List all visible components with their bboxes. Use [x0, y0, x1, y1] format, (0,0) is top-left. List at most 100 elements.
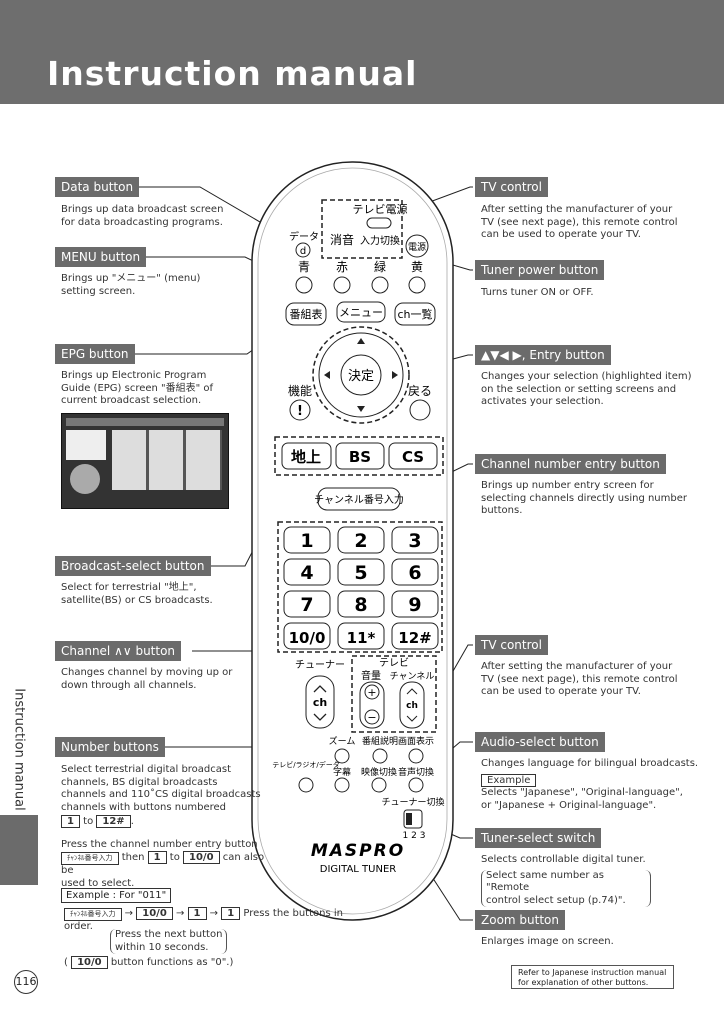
- desc-zoom-button: Enlarges image on screen.: [481, 936, 614, 947]
- number-button-4[interactable]: [283, 558, 331, 586]
- number-label-1: 1: [300, 530, 313, 552]
- desc-tuner-power: Turns tuner ON or OFF.: [481, 287, 594, 298]
- svg-text:字幕: 字幕: [333, 766, 351, 778]
- data-button[interactable]: [295, 242, 311, 258]
- label-zoom-button: Zoom button: [475, 910, 565, 930]
- tv-channel-rocker[interactable]: [399, 681, 425, 729]
- tuner-channel-rocker[interactable]: [305, 675, 335, 729]
- svg-text:テレビ/ラジオ/データ: テレビ/ラジオ/データ: [272, 760, 340, 769]
- key-1: 1: [61, 815, 80, 828]
- svg-text:−: −: [367, 711, 376, 724]
- back-button[interactable]: [409, 399, 431, 421]
- svg-text:BS: BS: [349, 448, 371, 466]
- label-menu-button: MENU button: [55, 247, 147, 267]
- entry-button[interactable]: [340, 354, 382, 396]
- tv-radio-data-button[interactable]: [298, 777, 314, 793]
- label-tuner-power: Tuner power button: [475, 260, 605, 280]
- svg-text:チューナー: チューナー: [295, 659, 345, 671]
- side-tab-bar: [0, 815, 38, 885]
- dpad-dashed-ring: [312, 326, 410, 424]
- page-title: Instruction manual: [47, 54, 418, 93]
- data-label: データ: [289, 230, 319, 243]
- tuner-power-button[interactable]: [405, 234, 429, 258]
- number-button-11[interactable]: [337, 622, 385, 650]
- number-label-12: 12#: [398, 629, 431, 647]
- desc-entry-button: Changes your selection (highlighted item…: [481, 371, 692, 407]
- video-switch-button[interactable]: [371, 777, 387, 793]
- green-button[interactable]: [371, 276, 389, 294]
- svg-text:入力切換: 入力切換: [360, 234, 400, 247]
- svg-text:音声切換: 音声切換: [398, 766, 434, 778]
- epg-button[interactable]: [285, 302, 327, 326]
- svg-text:番組説明: 番組説明: [362, 735, 398, 747]
- svg-text:1 2 3: 1 2 3: [403, 831, 426, 841]
- desc-number-buttons: Select terrestrial digital broadcast cha…: [61, 764, 265, 889]
- svg-text:!: !: [297, 404, 303, 419]
- program-info-button[interactable]: [372, 748, 388, 764]
- audio-select-button[interactable]: [408, 777, 424, 793]
- number-button-6[interactable]: [391, 558, 439, 586]
- menu-button[interactable]: [336, 301, 386, 323]
- chlist-button[interactable]: [394, 302, 436, 326]
- zoom-button[interactable]: [334, 748, 350, 764]
- desc-menu-button: Brings up "メニュー" (menu)setting screen.: [61, 273, 201, 297]
- label-number-buttons: Number buttons: [55, 737, 165, 757]
- bs-button[interactable]: [335, 442, 385, 470]
- number-button-12[interactable]: [391, 622, 439, 650]
- red-button[interactable]: [333, 276, 351, 294]
- channel-entry-button[interactable]: [317, 487, 401, 511]
- svg-text:ch: ch: [406, 701, 418, 711]
- svg-text:決定: 決定: [348, 369, 374, 384]
- svg-text:青: 青: [298, 260, 310, 274]
- number-button-2[interactable]: [337, 526, 385, 554]
- page-number: 116: [14, 970, 38, 994]
- subtitle-button[interactable]: [334, 777, 350, 793]
- example-footnote: ( 10/0 button functions as "0".): [64, 956, 234, 969]
- example-title: Example : For "011": [61, 888, 172, 903]
- label-epg-button: EPG button: [55, 344, 135, 364]
- number-label-2: 2: [354, 530, 367, 552]
- label-entry-button: ▲▼◀ ▶, Entry button: [475, 345, 611, 365]
- label-audio-select: Audio-select button: [475, 732, 605, 752]
- number-button-1[interactable]: [283, 526, 331, 554]
- svg-text:戻る: 戻る: [408, 384, 432, 398]
- function-button[interactable]: [289, 399, 311, 421]
- number-label-11: 11*: [347, 629, 376, 647]
- svg-text:消音: 消音: [330, 232, 354, 247]
- blue-button[interactable]: [295, 276, 313, 294]
- terrestrial-button[interactable]: [281, 442, 332, 470]
- svg-text:電源: 電源: [408, 242, 426, 253]
- svg-text:テレビ: テレビ: [379, 657, 409, 669]
- brand-logo: MASPRO: [311, 841, 405, 861]
- tv-power-label: テレビ電源: [353, 202, 408, 216]
- number-button-3[interactable]: [391, 526, 439, 554]
- number-button-7[interactable]: [283, 590, 331, 618]
- display-button[interactable]: [408, 748, 424, 764]
- svg-text:緑: 緑: [374, 259, 386, 274]
- key-12: 12#: [96, 815, 131, 828]
- side-tab: Instruction manual: [11, 688, 27, 811]
- label-data-button: Data button: [55, 177, 140, 197]
- number-label-7: 7: [300, 594, 313, 616]
- label-channel-entry: Channel number entry button: [475, 454, 666, 474]
- svg-text:メニュー: メニュー: [339, 306, 383, 319]
- svg-text:ch: ch: [313, 696, 327, 709]
- svg-text:d: d: [300, 246, 306, 257]
- number-button-10[interactable]: [283, 622, 331, 650]
- number-button-8[interactable]: [337, 590, 385, 618]
- number-button-5[interactable]: [337, 558, 385, 586]
- yellow-button[interactable]: [408, 276, 426, 294]
- desc-audio-select: Changes language for bilingual broadcast…: [481, 758, 699, 811]
- number-label-3: 3: [408, 530, 421, 552]
- svg-text:赤: 赤: [336, 260, 348, 274]
- example-sequence: ﾁｬﾝﾈﾙ番号入力 → 10/0 → 1 → 1 Press the butto…: [64, 907, 343, 932]
- cs-button[interactable]: [388, 442, 438, 470]
- label-tv-control-top: TV control: [475, 177, 548, 197]
- number-button-9[interactable]: [391, 590, 439, 618]
